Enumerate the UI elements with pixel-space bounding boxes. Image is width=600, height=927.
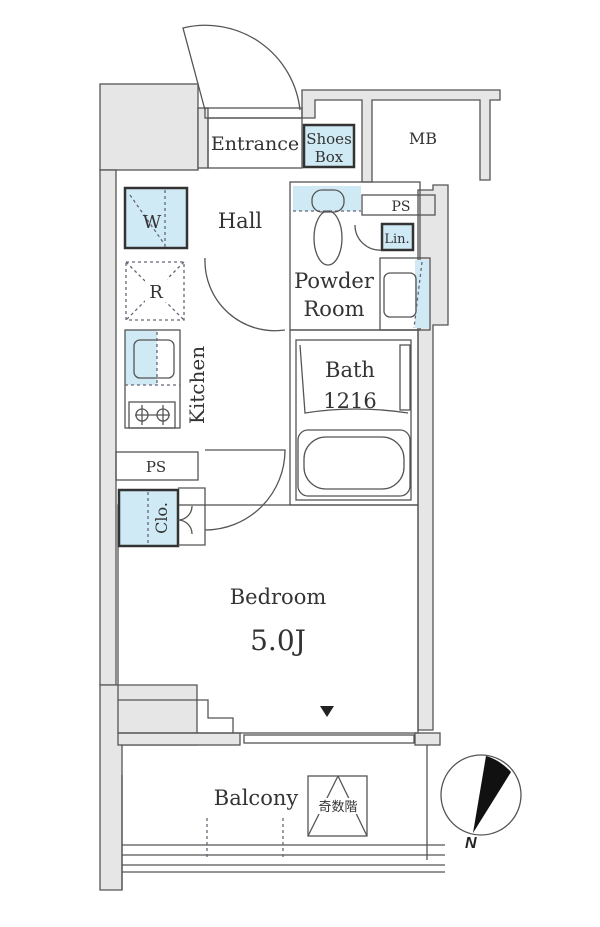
compass: N xyxy=(440,754,522,852)
hall-label: Hall xyxy=(218,209,263,233)
toilet xyxy=(293,186,361,266)
fridge-label: R xyxy=(149,282,163,303)
north-arrow-icon xyxy=(473,756,511,833)
ps-left-label: PS xyxy=(146,458,166,476)
linen-label: Lin. xyxy=(384,232,409,247)
north-label: N xyxy=(465,835,477,852)
mb-label: MB xyxy=(409,129,437,148)
washer: W xyxy=(123,186,189,250)
closet: Clo. xyxy=(117,487,206,548)
stove-icon xyxy=(128,401,176,429)
shoes-box-label-2: Box xyxy=(315,148,344,166)
bedroom-size-label: 5.0J xyxy=(250,624,306,657)
shoes-box-label-1: Shoes xyxy=(306,130,352,148)
powder-room-label-2: Room xyxy=(303,297,364,321)
hatch-label: 奇数階 xyxy=(318,799,357,815)
powder-room-label-1: Powder xyxy=(294,269,375,293)
washbasin xyxy=(383,260,429,329)
bedroom-label: Bedroom xyxy=(230,585,327,609)
closet-label: Clo. xyxy=(152,502,171,534)
washer-label: W xyxy=(143,212,162,233)
bath-label: Bath xyxy=(325,358,375,382)
linen-closet: Lin. xyxy=(354,222,415,252)
bath-size-label: 1216 xyxy=(323,389,376,413)
ps-top-label: PS xyxy=(391,199,410,215)
shoes-box: Shoes Box xyxy=(302,123,356,169)
window-marker-icon xyxy=(320,706,334,717)
balcony xyxy=(121,745,445,890)
kitchen-label: Kitchen xyxy=(185,346,209,424)
interior-walls xyxy=(117,117,436,744)
entrance-label: Entrance xyxy=(211,133,299,155)
entrance-door xyxy=(182,24,303,119)
bathtub xyxy=(295,339,412,501)
fridge-space: R xyxy=(125,261,185,321)
evacuation-hatch: 奇数階 xyxy=(307,775,368,837)
balcony-label: Balcony xyxy=(214,786,299,810)
kitchen-sink xyxy=(124,329,181,429)
walls xyxy=(99,83,501,891)
